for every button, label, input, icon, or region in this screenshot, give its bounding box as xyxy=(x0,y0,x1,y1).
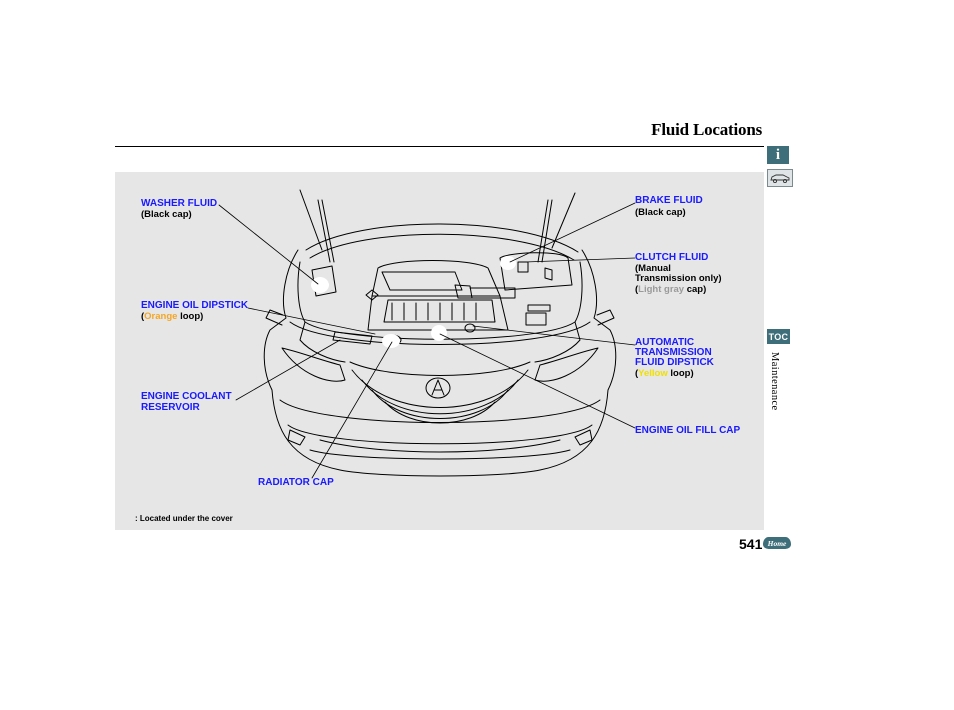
section-tab: Maintenance xyxy=(769,352,780,411)
engine-coolant-label-line2: RESERVOIR xyxy=(141,402,200,413)
washer-fluid-detail: (Black cap) xyxy=(141,209,192,220)
engine-cover xyxy=(365,260,516,331)
car-silhouette-icon xyxy=(770,174,790,184)
atf-dipstick-label-line2: TRANSMISSION xyxy=(635,347,712,358)
engine-coolant-label-line1: ENGINE COOLANT xyxy=(141,391,232,402)
atf-dipstick-label-line3: FLUID DIPSTICK xyxy=(635,357,714,368)
info-icon[interactable]: i xyxy=(767,146,789,164)
atf-dipstick-label-line1: AUTOMATIC xyxy=(635,337,695,348)
clutch-fluid-detail-2: Transmission only) xyxy=(635,273,722,284)
washer-fluid-label: WASHER FLUID xyxy=(141,198,218,209)
page-title: Fluid Locations xyxy=(651,120,762,139)
toc-button[interactable]: TOC xyxy=(767,329,790,344)
car-icon[interactable] xyxy=(767,169,793,187)
clutch-fluid-detail-1: (Manual xyxy=(635,263,671,274)
brake-fluid-label: BRAKE FLUID xyxy=(635,195,703,206)
light-gray-color-word: Light gray xyxy=(638,284,685,295)
grille xyxy=(349,361,531,424)
footnote: : Located under the cover xyxy=(135,514,233,523)
leader-lines xyxy=(218,202,636,479)
radiator-cap-label: RADIATOR CAP xyxy=(258,477,334,488)
hood-struts xyxy=(299,189,576,263)
engine-oil-dipstick-detail: (Orange loop) xyxy=(141,311,204,322)
orange-color-word: Orange xyxy=(144,311,178,322)
engine-oil-fill-cap-label: ENGINE OIL FILL CAP xyxy=(635,425,741,436)
brake-fluid-detail: (Black cap) xyxy=(635,207,686,218)
clutch-fluid-label: CLUTCH FLUID xyxy=(635,252,709,263)
header-rule xyxy=(115,146,764,147)
atf-dipstick-detail: (Yellow loop) xyxy=(635,368,694,379)
acura-logo xyxy=(425,377,451,399)
engine-oil-dipstick-label: ENGINE OIL DIPSTICK xyxy=(141,300,249,311)
diagram-panel xyxy=(115,172,764,530)
yellow-color-word: Yellow xyxy=(638,368,668,379)
clutch-fluid-detail-3: (Light gray cap) xyxy=(635,284,707,295)
home-button[interactable]: Home xyxy=(763,537,791,549)
page-number: 541 xyxy=(739,536,763,552)
